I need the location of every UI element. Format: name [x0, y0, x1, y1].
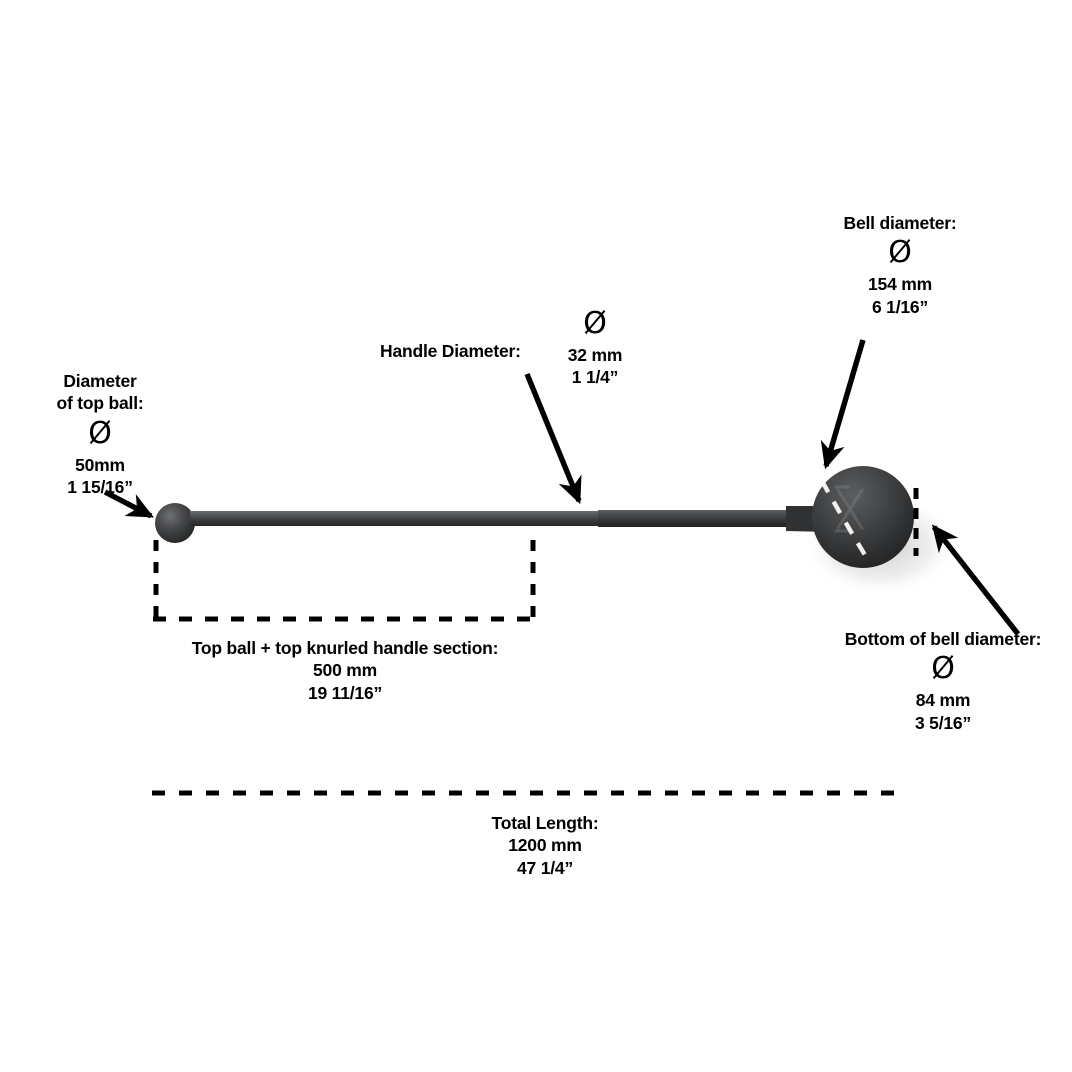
callout-bottom-of-bell-diameter: Bottom of bell diameter: Ø 84 mm 3 5/16”	[818, 628, 1068, 734]
callout-top-ball-title-line2: of top ball:	[56, 393, 144, 414]
diameter-symbol-icon: Ø	[888, 235, 912, 271]
callout-bell-bottom-imperial: 3 5/16”	[914, 712, 971, 733]
callout-top-ball-title-line1: Diameter	[63, 371, 137, 391]
callout-bell-imperial: 6 1/16”	[871, 296, 928, 317]
top-ball	[155, 503, 195, 543]
callout-top-ball-diameter: Diameter of top ball: Ø 50mm 1 15/16”	[15, 370, 185, 499]
callout-top-ball-imperial: 1 15/16”	[67, 477, 133, 498]
bell-head	[812, 466, 914, 568]
callout-total-length-title: Total Length:	[491, 813, 599, 833]
diameter-symbol-icon: Ø	[583, 306, 607, 341]
callout-bell-bottom-metric: 84 mm	[915, 690, 971, 711]
callout-handle-imperial: 1 1/4”	[571, 367, 619, 388]
callout-total-length-metric: 1200 mm	[508, 835, 582, 856]
callout-bell-title: Bell diameter:	[843, 213, 957, 233]
bell-logo-mark	[834, 485, 864, 533]
callout-top-section-imperial: 19 11/16”	[307, 682, 383, 703]
callout-bell-bottom-title: Bottom of bell diameter:	[844, 629, 1042, 649]
top-section-dimension-bracket	[153, 540, 536, 620]
callout-top-section-metric: 500 mm	[313, 660, 377, 681]
callout-handle-diameter-values: Ø 32 mm 1 1/4”	[540, 305, 650, 389]
handle-leader-arrow	[524, 372, 582, 505]
diameter-symbol-icon: Ø	[931, 651, 955, 687]
callout-top-ball-metric: 50mm	[75, 454, 125, 475]
callout-top-section-title: Top ball + top knurled handle section:	[191, 638, 499, 658]
top-ball-leader-arrow	[103, 489, 154, 519]
handle-shaft-upper	[190, 511, 600, 526]
callout-total-length: Total Length: 1200 mm 47 1/4”	[420, 812, 670, 879]
callout-top-section-length: Top ball + top knurled handle section: 5…	[155, 637, 535, 704]
callout-handle-title: Handle Diameter:	[380, 341, 521, 361]
callout-bell-diameter: Bell diameter: Ø 154 mm 6 1/16”	[790, 212, 1010, 318]
bell-leader-arrow	[820, 339, 866, 470]
callout-handle-metric: 32 mm	[567, 345, 623, 365]
callout-total-length-imperial: 47 1/4”	[516, 857, 573, 878]
callout-handle-diameter-title: Handle Diameter:	[380, 340, 521, 362]
bell-bottom-leader-arrow	[931, 524, 1021, 636]
bell-section-dashed-arc	[820, 479, 870, 562]
diameter-symbol-icon: Ø	[88, 415, 112, 451]
callout-bell-metric: 154 mm	[868, 274, 932, 295]
handle-shaft-lower	[598, 510, 798, 527]
